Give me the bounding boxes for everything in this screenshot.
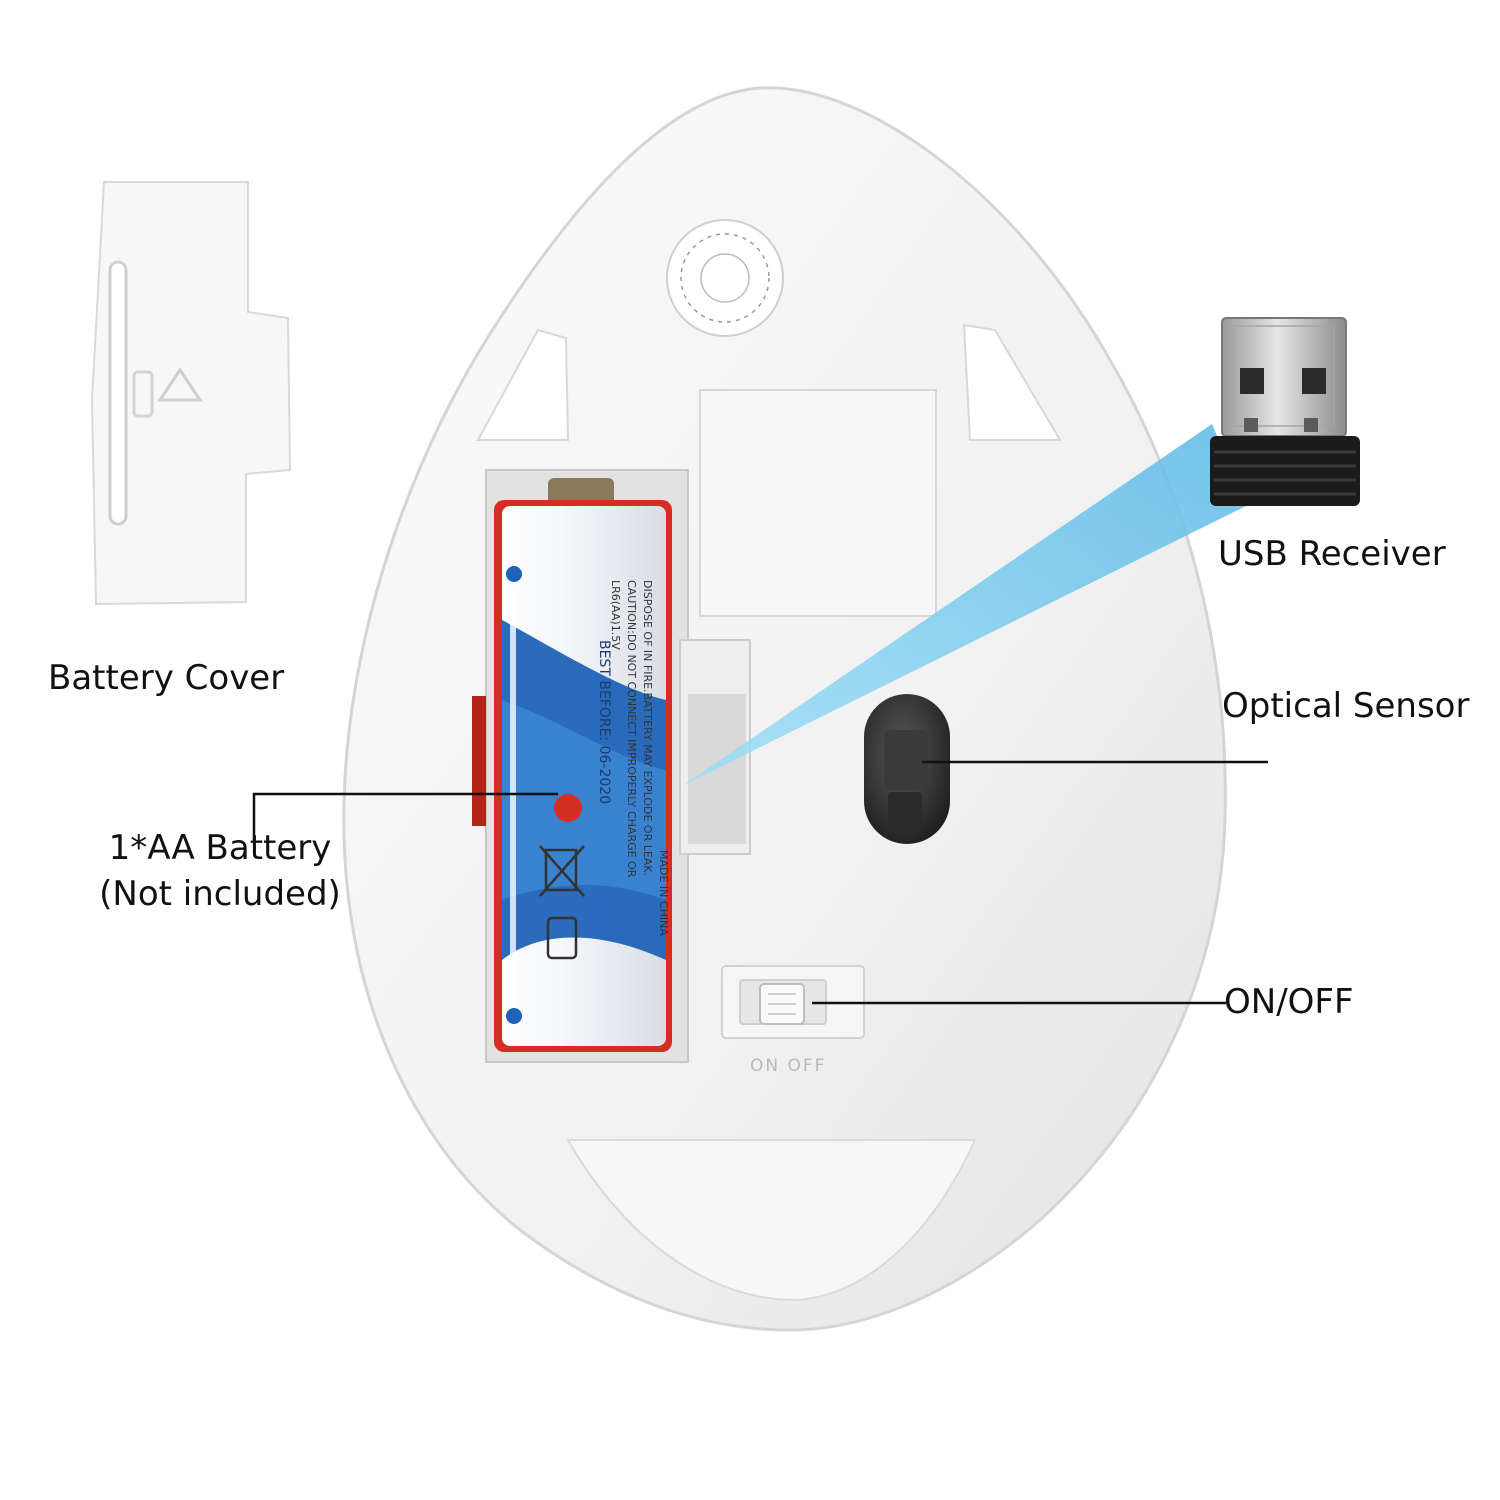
battery-callout-line: [252, 792, 558, 840]
power-switch: [721, 965, 865, 1039]
battery-cover-part: [90, 181, 292, 606]
battery-made-in-text: MADE IN CHINA: [657, 850, 670, 936]
mouse-foot-left: [476, 328, 570, 441]
recycle-symbol: [546, 916, 578, 960]
mouse-body: BEST BEFORE: 06-2020 CAUTION:DO NOT CONN…: [342, 86, 1227, 1332]
receiver-slot-beam: [682, 424, 1246, 786]
usb-receiver-part: [1210, 317, 1360, 506]
mouse-foot-right: [962, 323, 1062, 441]
battery-cover-label: Battery Cover: [48, 658, 285, 698]
optical-sensor: [864, 694, 950, 844]
switch-marking: ON OFF: [750, 1056, 827, 1076]
battery-label-line2: (Not included): [99, 874, 341, 914]
recycle-bin-symbol: [544, 848, 578, 892]
battery-caution-text: CAUTION:DO NOT CONNECT IMPROPERLY CHARGE…: [625, 580, 638, 878]
label-panel: [699, 389, 937, 617]
usb-receiver-label: USB Receiver: [1218, 534, 1446, 574]
battery-dispose-text: DISPOSE OF IN FIRE.BATTERY MAY EXPLODE O…: [641, 580, 654, 876]
on-off-label: ON/OFF: [1224, 982, 1354, 1022]
aa-battery: BEST BEFORE: 06-2020 CAUTION:DO NOT CONN…: [494, 478, 672, 1052]
battery-best-before: BEST BEFORE: 06-2020: [596, 640, 612, 804]
certification-sticker: [666, 219, 784, 337]
optical-sensor-label: Optical Sensor: [1222, 686, 1470, 726]
battery-spec-text: LR6(AA)1.5V: [609, 580, 622, 650]
battery-brand-logo: [554, 794, 582, 822]
battery-label-line1: 1*AA Battery: [108, 828, 332, 868]
mouse-foot-bottom: [566, 1139, 977, 1302]
